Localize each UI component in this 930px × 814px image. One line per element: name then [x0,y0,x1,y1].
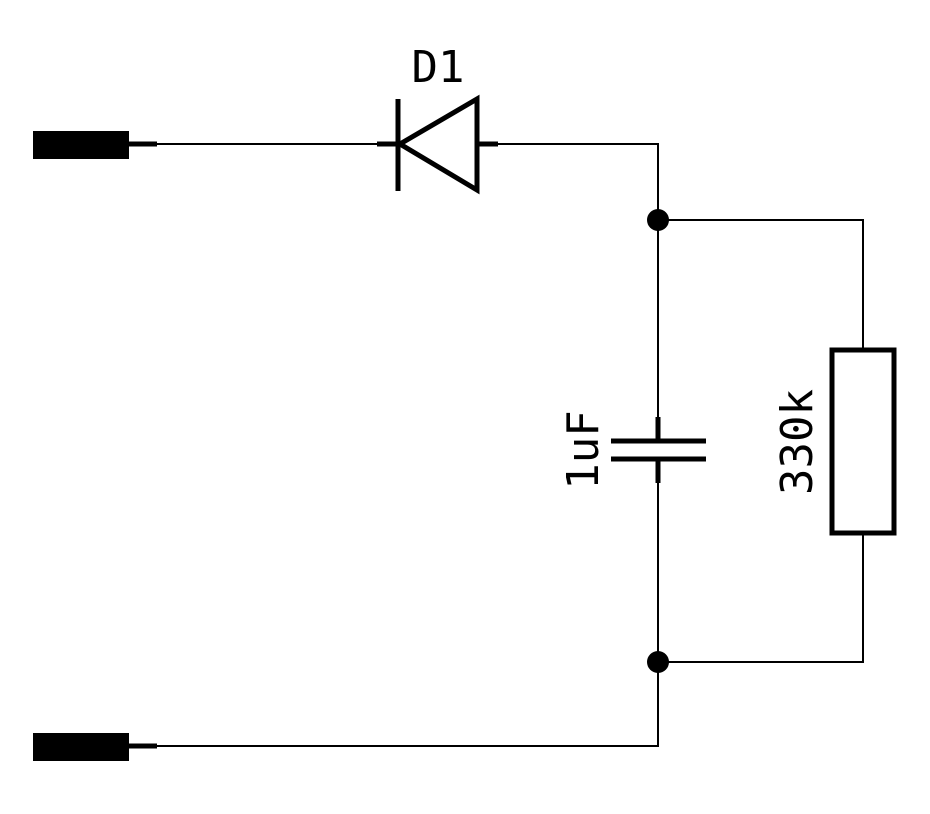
wire-diode-to-capacitor [498,143,659,424]
input-terminal-bottom [33,733,157,761]
resistor-330k: 330k [772,347,897,536]
junction-dot-icon [647,209,669,231]
wire-to-resistor-top [658,219,864,348]
wire-resistor-bottom [658,535,864,663]
diode-triangle [395,94,480,195]
resistor-body [829,347,897,536]
wires [157,143,864,747]
diode-d1: D1 [377,42,498,195]
junctions [647,209,669,673]
junction-dot-icon [647,651,669,673]
terminal-pad-bottom [33,733,129,761]
capacitor-value: 1uF [558,410,609,489]
input-terminal-top [33,131,157,159]
capacitor-1uf: 1uF [558,410,706,490]
wire-capacitor-to-ground [157,478,659,747]
terminal-pad-top [33,131,129,159]
resistor-value: 330k [772,389,823,495]
diode-designator: D1 [412,42,465,93]
